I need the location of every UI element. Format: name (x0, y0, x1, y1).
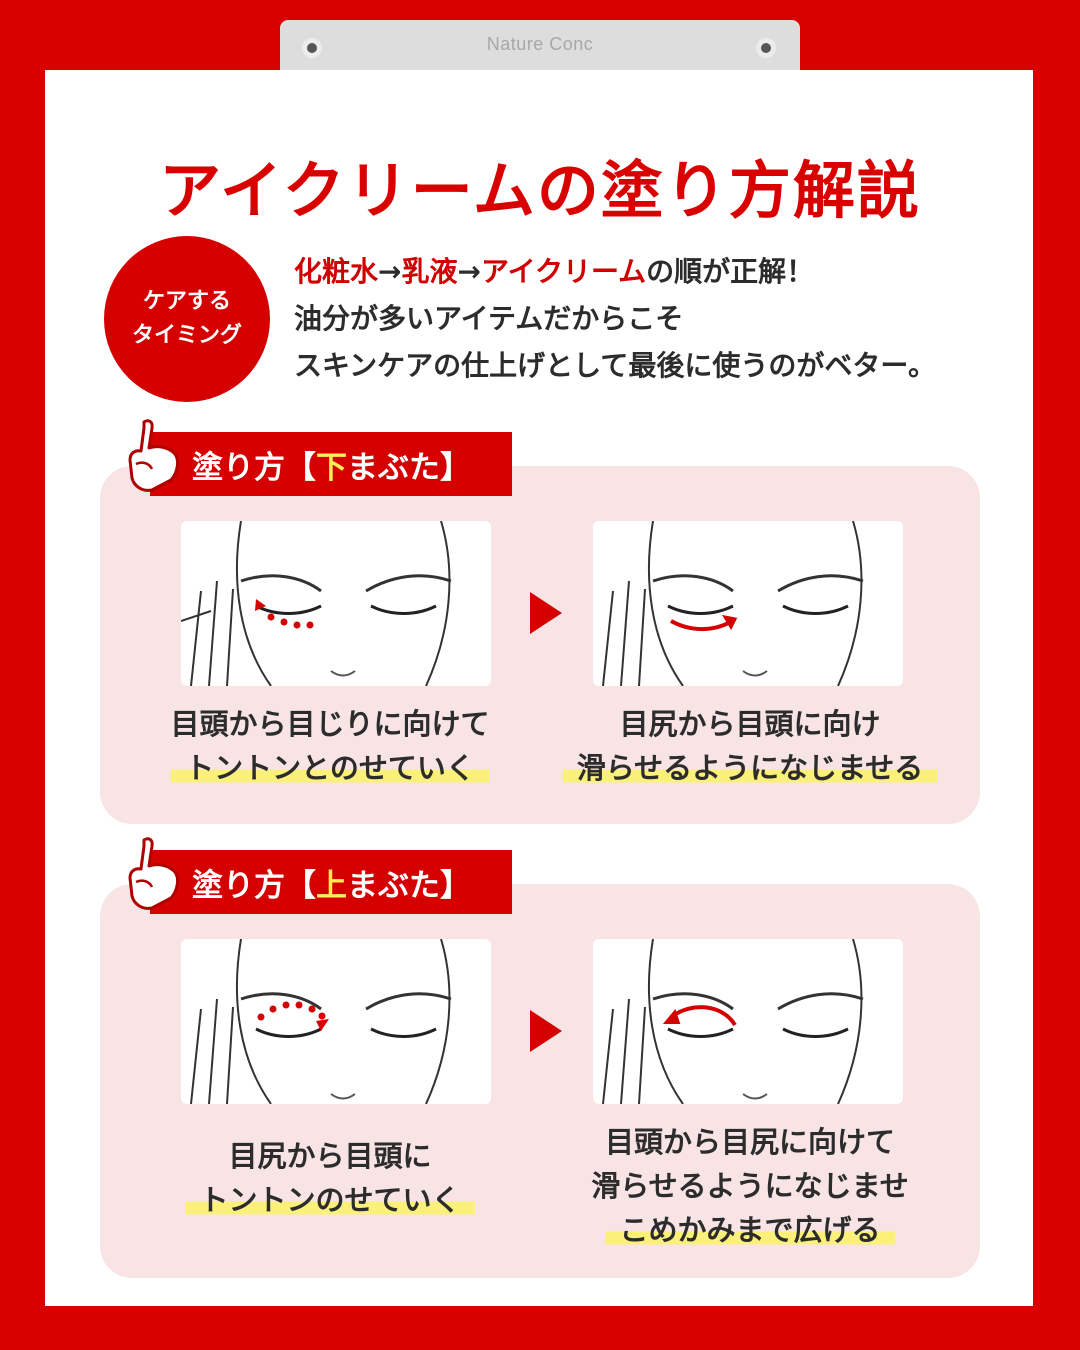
lower-step1-text: 目頭から目じりに向けて (170, 707, 490, 741)
pointing-hand-icon (128, 837, 180, 910)
lower-step2-illustration (593, 521, 903, 686)
timing-line-2: タイミング (131, 323, 242, 348)
upper-step1-caption: 目尻から目頭に トントンのせていく (130, 1134, 530, 1222)
lower-label-prefix: 塗り方【 (192, 449, 316, 486)
pointing-hand-icon (128, 419, 180, 492)
upper-step1-highlight: トントンのせていく (185, 1183, 475, 1217)
lower-step1-highlight: トントンとのせていく (171, 751, 489, 785)
lower-step2-highlight: 滑らせるようになじませる (562, 751, 938, 785)
upper-step2-text-2: 滑らせるようになじませ (591, 1169, 909, 1203)
upper-step2-caption: 目頭から目尻に向けて 滑らせるようになじませ こめかみまで広げる (540, 1120, 960, 1252)
face-lower-slide-illustration (602, 521, 864, 686)
lower-step1-caption: 目頭から目じりに向けて トントンとのせていく (130, 702, 530, 790)
upper-step2-highlight: こめかみまで広げる (605, 1213, 895, 1247)
lower-step2-caption: 目尻から目頭に向け 滑らせるようになじませる (540, 702, 960, 790)
upper-step1-illustration (181, 939, 491, 1104)
upper-step1-text: 目尻から目頭に (228, 1139, 432, 1173)
intro-step-1: 化粧水 (294, 255, 379, 288)
brand-name: Nature Conc (486, 34, 594, 54)
intro-step-2: 乳液 (401, 255, 458, 288)
intro-arrow-1: → (378, 255, 402, 288)
clipboard-clip (280, 20, 800, 72)
face-lower-tap-illustration (181, 521, 452, 686)
upper-label-highlight: 上 (316, 867, 347, 904)
upper-step2-text-1: 目頭から目尻に向けて (604, 1125, 895, 1159)
clip-hole-right (756, 38, 776, 58)
lower-step2-text: 目尻から目頭に向け (619, 707, 881, 741)
intro-line-1: 化粧水→乳液→アイクリームの順が正解！ (294, 248, 936, 295)
face-upper-tap-illustration (190, 939, 452, 1104)
page-title: アイクリームの塗り方解説 (159, 154, 921, 227)
lower-label-suffix: まぶた】 (347, 449, 471, 486)
intro-step-3: アイクリーム (480, 255, 647, 288)
face-upper-slide-illustration (602, 939, 864, 1104)
upper-step2-illustration (593, 939, 903, 1104)
upper-label-prefix: 塗り方【 (192, 867, 316, 904)
upper-label-suffix: まぶた】 (347, 867, 471, 904)
intro-line-2: 油分が多いアイテムだからこそ (294, 302, 684, 335)
triangle-right-icon (530, 592, 562, 634)
intro-arrow-2: → (457, 255, 481, 288)
timing-badge: ケアする タイミング (104, 236, 270, 402)
intro-line-3: スキンケアの仕上げとして最後に使うのがベター。 (294, 349, 937, 382)
timing-line-1: ケアする (142, 288, 231, 314)
clip-hole-left (302, 38, 322, 58)
lower-label-highlight: 下 (316, 449, 347, 486)
intro-text: 化粧水→乳液→アイクリームの順が正解！ 油分が多いアイテムだからこそ スキンケア… (294, 248, 936, 389)
triangle-right-icon (530, 1010, 562, 1052)
lower-eyelid-label: 塗り方【下まぶた】 (150, 432, 512, 496)
lower-step1-illustration (181, 521, 491, 686)
upper-eyelid-label: 塗り方【上まぶた】 (150, 850, 512, 914)
intro-line-1-tail: の順が正解！ (646, 255, 815, 288)
